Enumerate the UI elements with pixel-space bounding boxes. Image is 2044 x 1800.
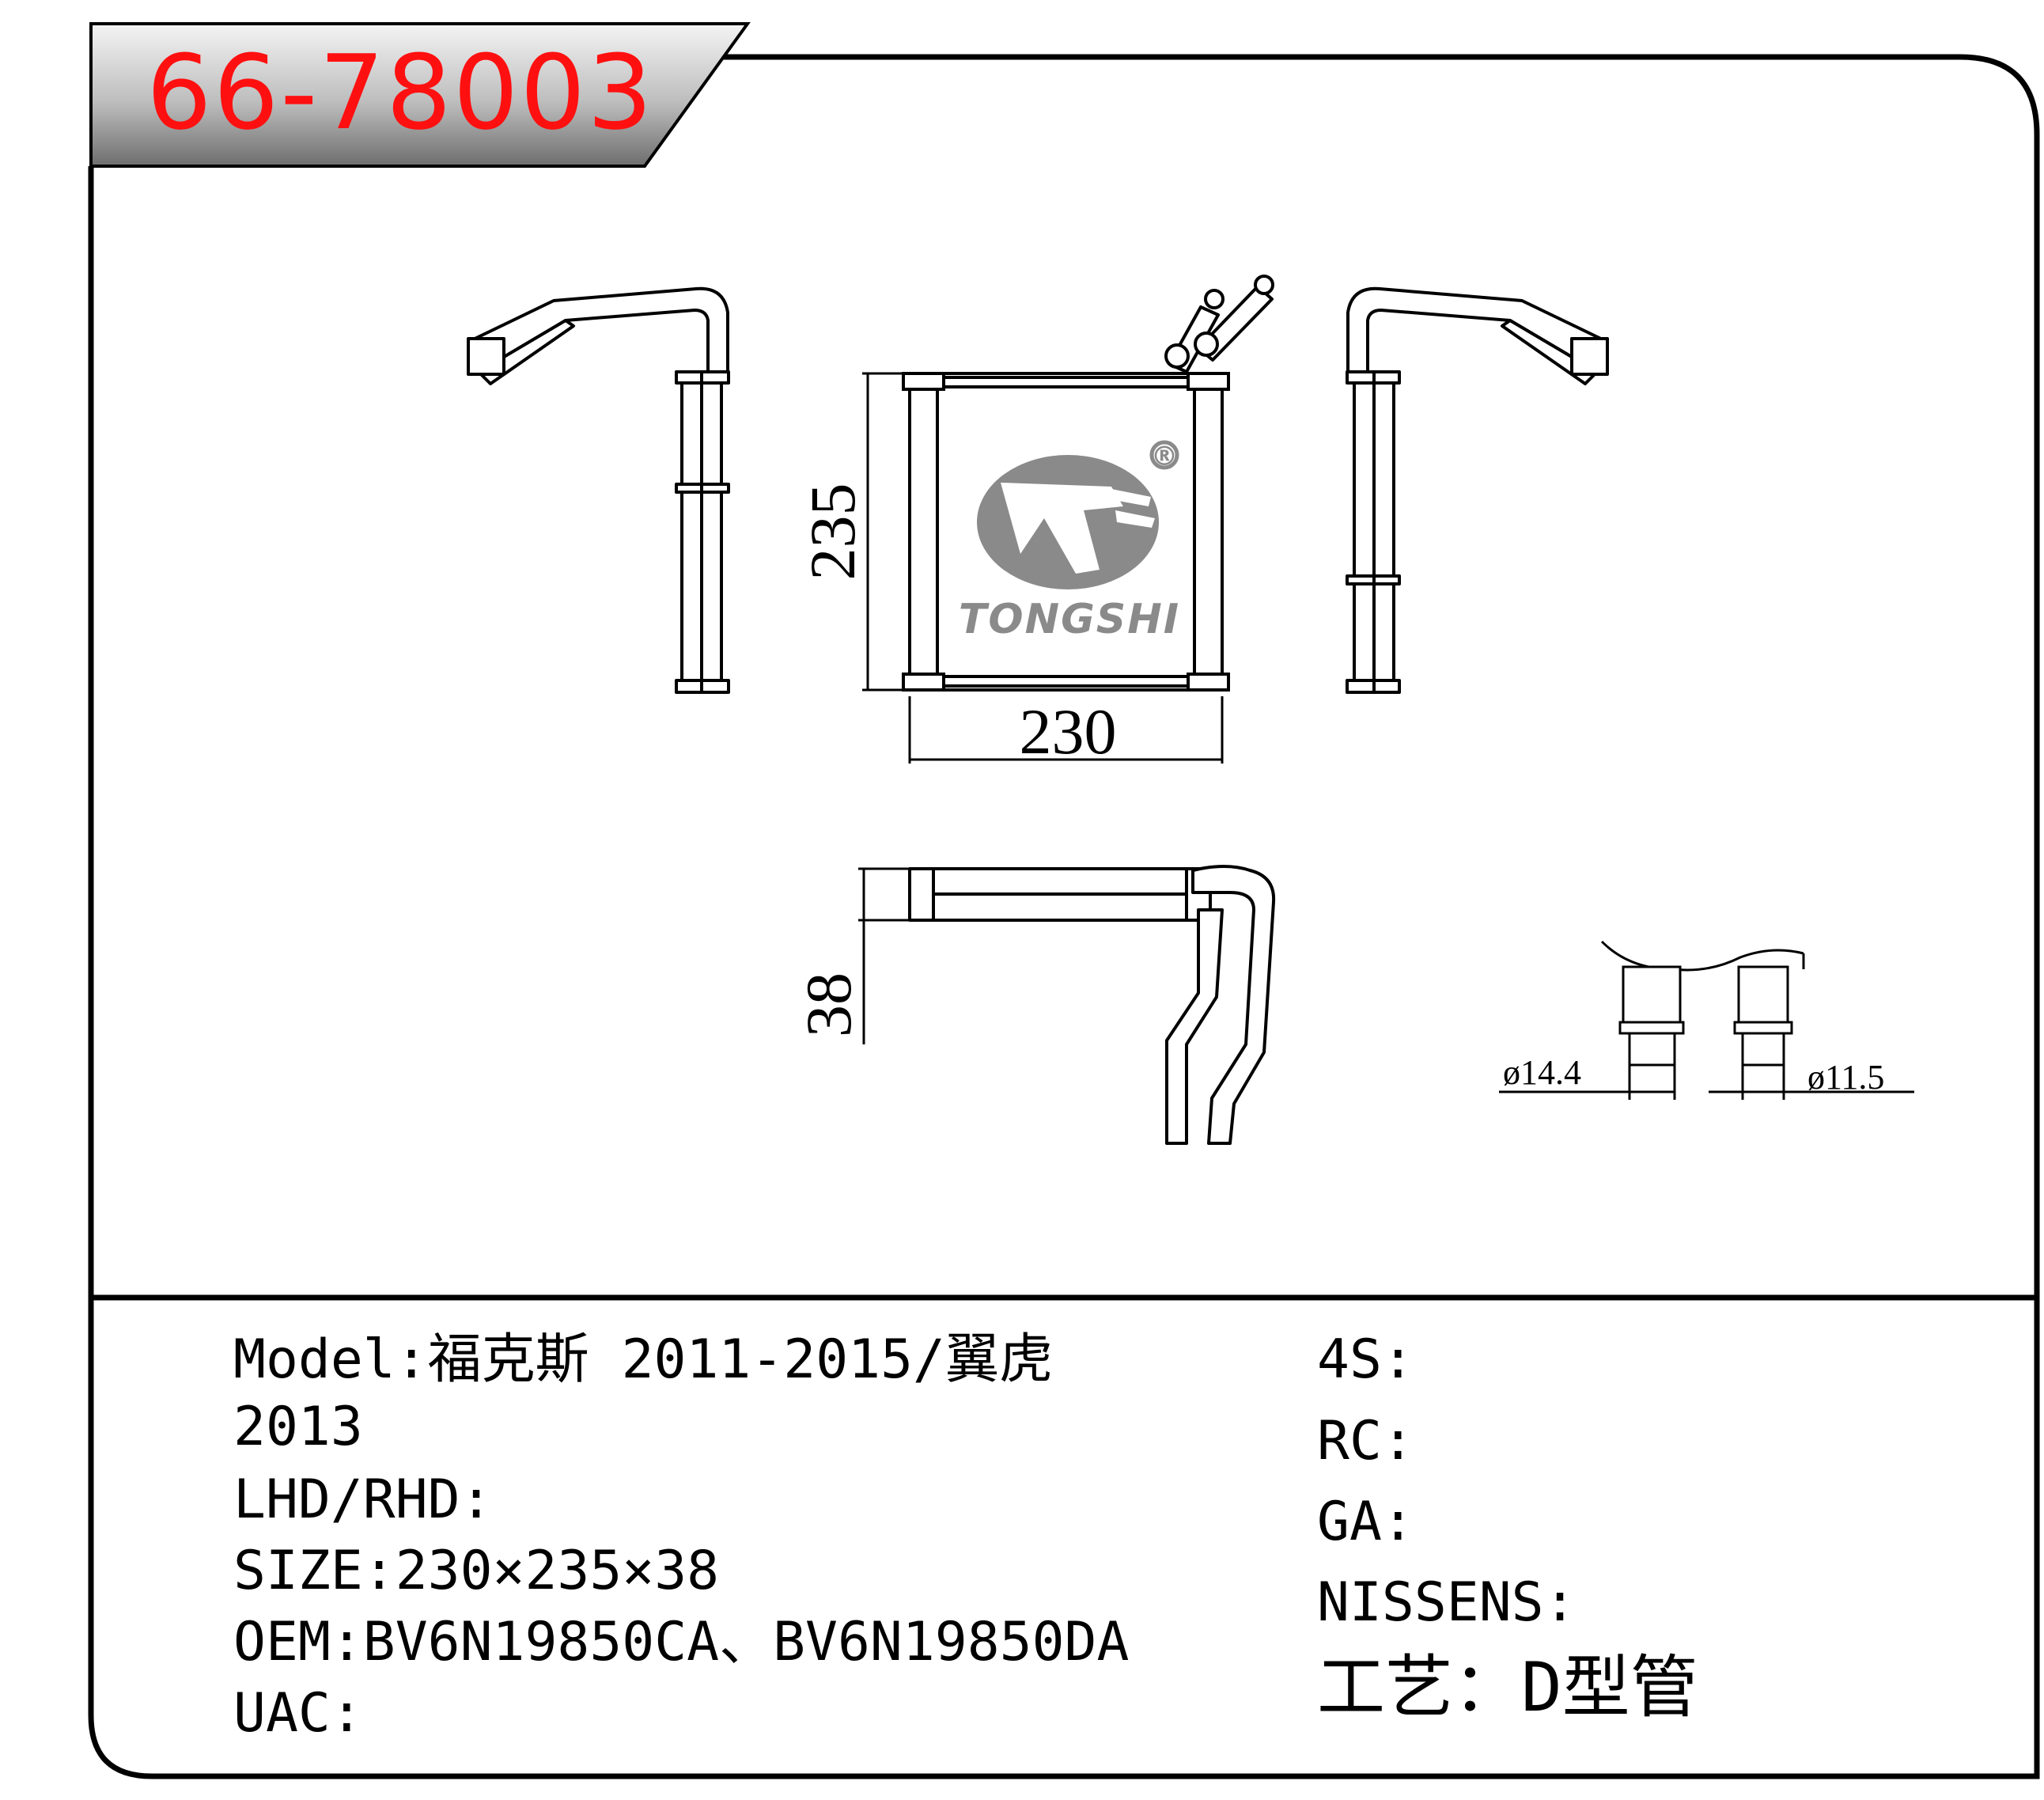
process-label: 工艺：D型管 [1317,1648,1698,1727]
rc-label: RC: [1317,1410,1414,1472]
dia-inlet-label: ø14.4 [1503,1053,1581,1092]
registered-mark: ® [1151,441,1178,472]
dimension-labels: 235 230 38 ø14.4 ø11.5 [793,483,1884,1097]
uac-label: UAC: [233,1682,363,1745]
dimension-lines [858,372,1224,1044]
model-line-1: Model:福克斯 2011-2015/翼虎 [233,1328,1053,1391]
part-number-tab [89,22,751,168]
4s-label: 4S: [1317,1328,1414,1391]
logo-brand-label: TONGSHI [959,596,1180,643]
pipe-detail [1499,940,1914,1100]
logo-text: TONGSHI ® [959,441,1180,643]
model-line-2: 2013 [233,1396,363,1458]
nissens-label: NISSENS: [1317,1571,1577,1634]
tongshi-logo [977,440,1179,589]
dia-outlet-label: ø11.5 [1807,1058,1884,1097]
part-number: 66-78003 [146,32,654,153]
oem-label: OEM:BV6N19850CA、BV6N19850DA [233,1611,1130,1673]
lhd-rhd-label: LHD/RHD: [233,1468,493,1531]
dim-height-label: 235 [797,483,869,581]
ga-label: GA: [1317,1491,1414,1553]
dim-depth-label: 38 [793,972,865,1037]
size-label: SIZE:230×235×38 [233,1540,720,1602]
outer-frame [88,54,2040,1779]
front-view-pipes [1164,275,1274,373]
dim-width-label: 230 [1020,695,1117,767]
top-view [908,865,1276,1145]
side-view-left [467,286,730,694]
side-view-right [1346,286,1609,694]
